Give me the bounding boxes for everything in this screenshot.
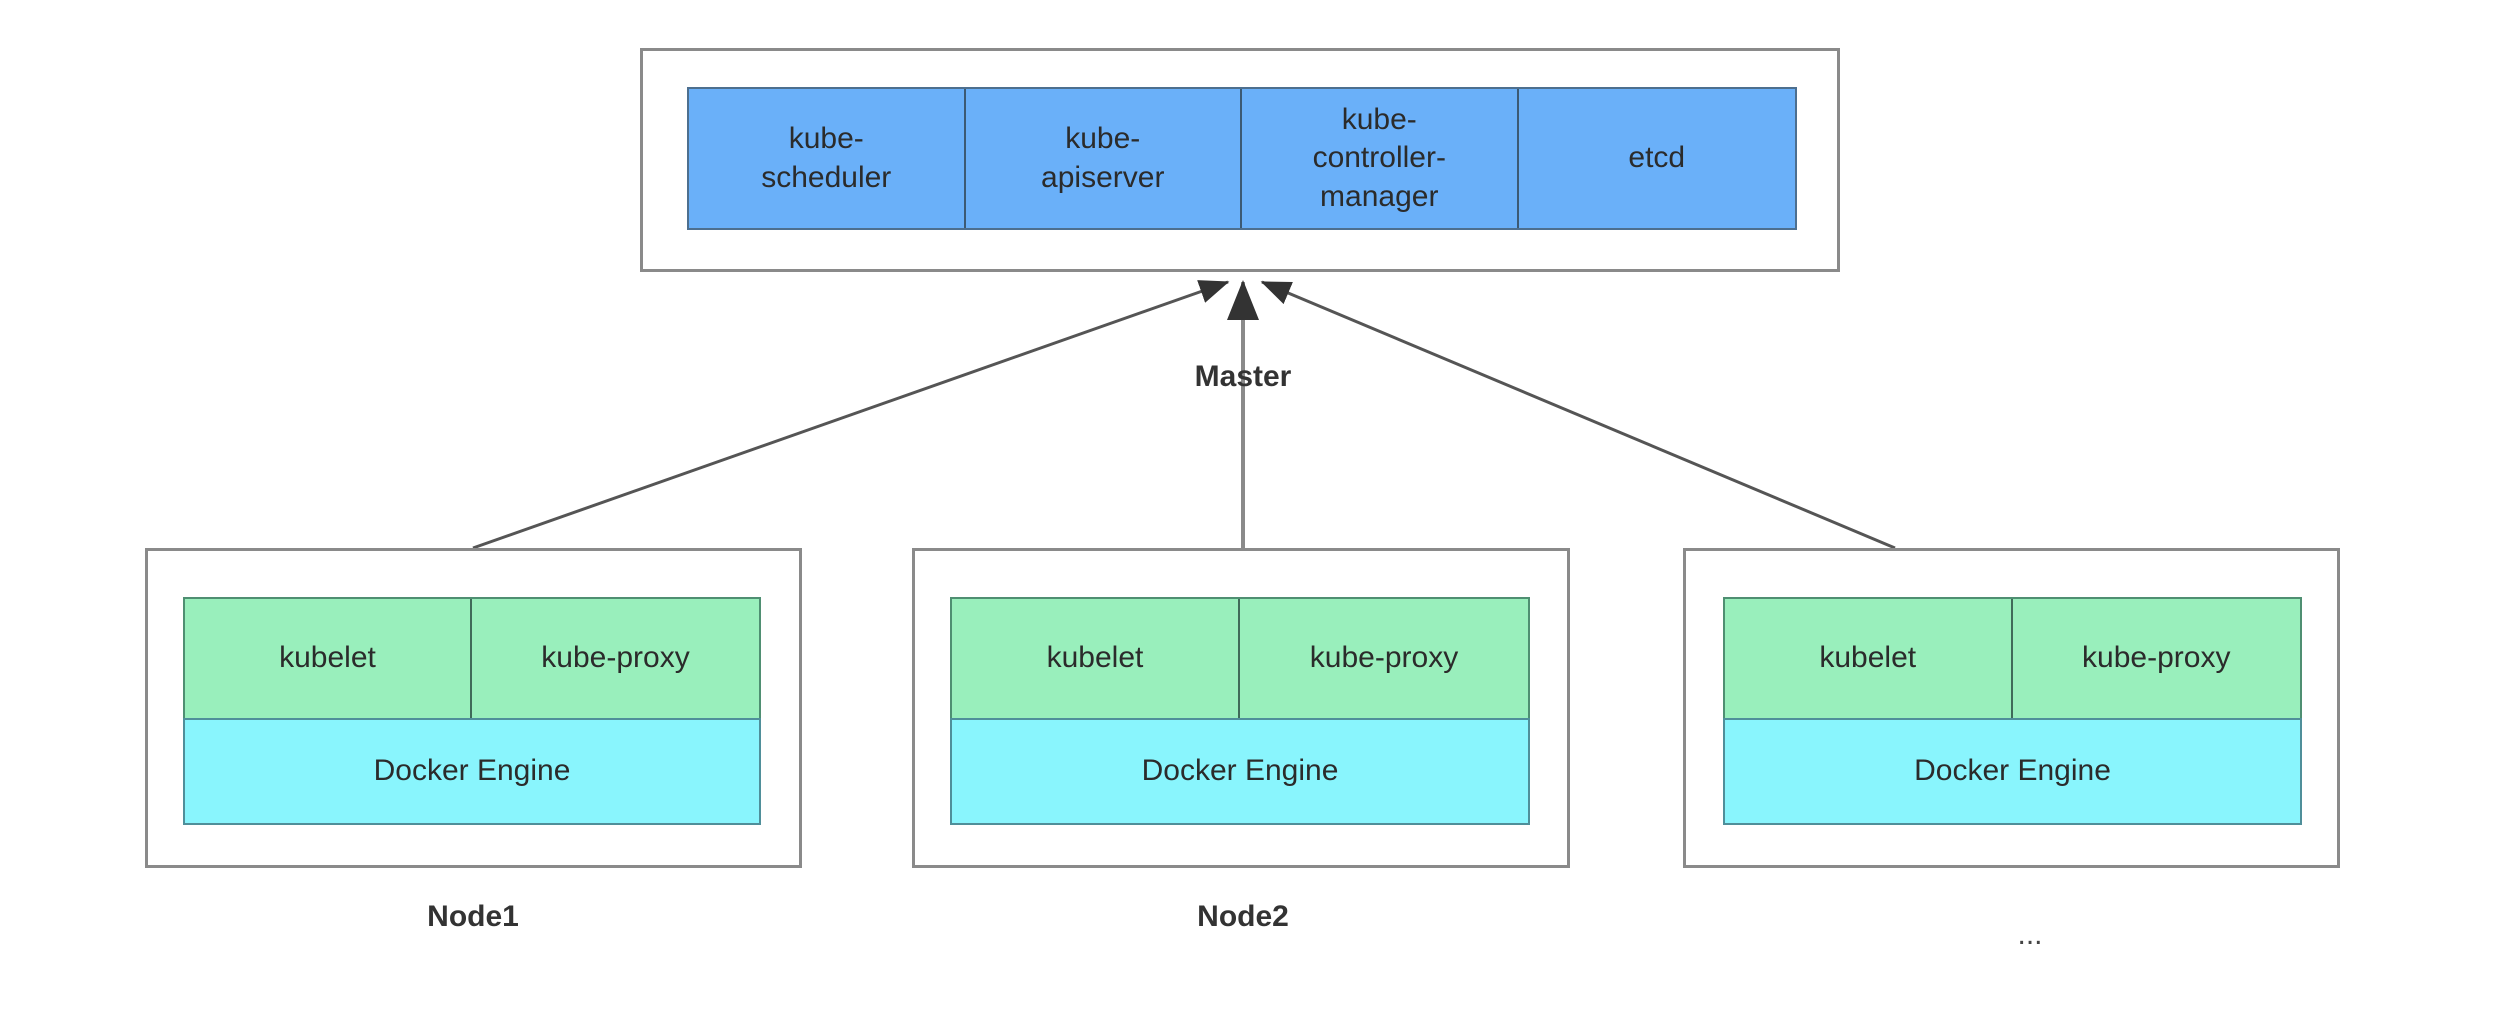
master-components-strip: kube- scheduler kube- apiserver kube- co…	[687, 87, 1797, 230]
node2-runtime-cell: Docker Engine	[952, 720, 1528, 823]
node1-runtime-cell: Docker Engine	[185, 720, 759, 823]
node-runtime-label: Docker Engine	[1914, 754, 2111, 788]
node-label-node2: Node2	[1197, 900, 1289, 933]
node-label-node3: ...	[2017, 918, 2043, 951]
node-agent-label: kube-proxy	[541, 641, 690, 675]
node1-agent-kube-proxy[interactable]: kube-proxy	[472, 599, 759, 718]
master-label: Master	[1194, 360, 1292, 393]
node-agent-label: kube-proxy	[2082, 641, 2231, 675]
connector-node3-to-master	[1260, 280, 1896, 550]
master-component-label: kube- apiserver	[1041, 122, 1165, 194]
node1-agent-kubelet[interactable]: kubelet	[185, 599, 472, 718]
master-component-label: kube- controller- manager	[1312, 102, 1446, 213]
master-component-kube-apiserver[interactable]: kube- apiserver	[965, 89, 1242, 228]
master-component-kube-scheduler[interactable]: kube- scheduler	[689, 89, 966, 228]
node3-agents-strip: kubelet kube-proxy	[1723, 597, 2302, 718]
master-component-label: kube- scheduler	[761, 122, 892, 194]
node2-agents-strip: kubelet kube-proxy	[950, 597, 1530, 718]
node-label-node1: Node1	[427, 900, 519, 933]
master-component-kube-controller-manager[interactable]: kube- controller- manager	[1242, 89, 1519, 228]
node2-agent-kube-proxy[interactable]: kube-proxy	[1240, 599, 1528, 718]
node3-runtime-cell: Docker Engine	[1725, 720, 2300, 823]
master-component-etcd[interactable]: etcd	[1518, 89, 1795, 228]
connector-node1-to-master	[472, 280, 1230, 550]
node2-runtime-box[interactable]: Docker Engine	[950, 718, 1530, 825]
node-agent-label: kubelet	[279, 641, 376, 675]
master-component-label: etcd	[1628, 141, 1686, 175]
node1-runtime-box[interactable]: Docker Engine	[183, 718, 761, 825]
node-runtime-label: Docker Engine	[1141, 754, 1339, 788]
node-runtime-label: Docker Engine	[373, 754, 571, 788]
node3-agent-kube-proxy[interactable]: kube-proxy	[2012, 599, 2300, 718]
node3-runtime-box[interactable]: Docker Engine	[1723, 718, 2302, 825]
node3-agent-kubelet[interactable]: kubelet	[1725, 599, 2013, 718]
node-agent-label: kubelet	[1046, 641, 1144, 675]
node-agent-label: kube-proxy	[1309, 641, 1459, 675]
node-agent-label: kubelet	[1819, 641, 1917, 675]
node2-agent-kubelet[interactable]: kubelet	[952, 599, 1240, 718]
node1-agents-strip: kubelet kube-proxy	[183, 597, 761, 718]
